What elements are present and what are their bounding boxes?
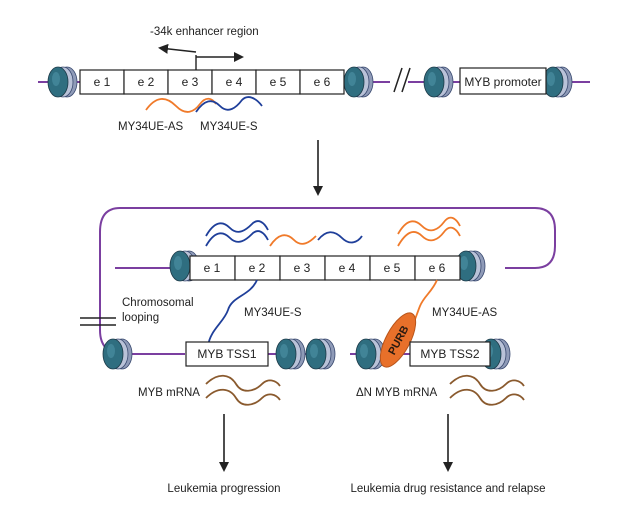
myb-promoter-label: MYB promoter xyxy=(464,75,541,89)
dn-myb-mrna-label: ΔN MYB mRNA xyxy=(356,387,437,399)
top-exon-row: e 1 e 2 e 3 e 4 e 5 e 6 xyxy=(79,69,345,95)
myb-promoter-box xyxy=(459,67,547,95)
exon-box xyxy=(234,255,281,281)
as-transcript-wave xyxy=(269,234,317,247)
exon-box xyxy=(211,69,257,95)
dn-myb-mrna-wave xyxy=(449,388,525,406)
nucleosome xyxy=(423,66,454,98)
chromosome-loop xyxy=(99,207,556,355)
exon-label: e 4 xyxy=(339,261,356,275)
myb-mrna-wave xyxy=(205,374,281,392)
my34ue-s-tether-label: MY34UE-S xyxy=(244,307,302,319)
exon-label: e 6 xyxy=(314,75,331,89)
break-mark-1 xyxy=(393,67,403,93)
myb-tss1-box xyxy=(185,341,269,367)
leukemia-progression-label: Leukemia progression xyxy=(167,483,280,495)
s-transcript-wave xyxy=(317,231,363,244)
exon-label: e 4 xyxy=(226,75,243,89)
s-tether xyxy=(207,279,258,347)
enhancer-arrow-left xyxy=(158,43,197,54)
as-transcript-wave xyxy=(145,97,217,113)
purb-protein: PURB xyxy=(379,312,417,368)
myb-mrna-label: MYB mRNA xyxy=(138,387,200,399)
as-transcript-wave xyxy=(397,226,461,247)
enhancer-region-label: -34k enhancer region xyxy=(150,26,259,38)
my34ue-s-label: MY34UE-S xyxy=(200,121,258,133)
exon-label: e 1 xyxy=(94,75,111,89)
my34ue-as-label: MY34UE-AS xyxy=(118,121,184,133)
s-transcript-wave xyxy=(195,96,263,113)
top-panel: e 1 e 2 e 3 e 4 e 5 e 6 MYB promoter -34… xyxy=(38,26,590,133)
myb-tss1-label: MYB TSS1 xyxy=(197,347,256,361)
exon-box xyxy=(299,69,345,95)
exon-label: e 1 xyxy=(204,261,221,275)
exon-label: e 2 xyxy=(249,261,266,275)
exon-label: e 5 xyxy=(384,261,401,275)
myb-tss2-label: MYB TSS2 xyxy=(420,347,479,361)
exon-box xyxy=(414,255,461,281)
s-transcript-wave xyxy=(205,220,269,237)
dn-myb-mrna-wave xyxy=(449,374,525,392)
bottom-panel: e 1 e 2 e 3 e 4 e 5 e 6 Chromosomal loop… xyxy=(80,207,556,495)
nucleosome xyxy=(102,338,133,370)
nucleosome xyxy=(542,66,573,98)
nucleosome xyxy=(275,338,306,370)
chromosomal-looping-label-2: looping xyxy=(122,312,159,324)
exon-label: e 3 xyxy=(294,261,311,275)
my34ue-as-tether-label: MY34UE-AS xyxy=(432,307,498,319)
exon-label: e 3 xyxy=(182,75,199,89)
leukemia-relapse-label: Leukemia drug resistance and relapse xyxy=(351,483,546,495)
exon-label: e 5 xyxy=(270,75,287,89)
exon-label: e 2 xyxy=(138,75,155,89)
as-transcript-wave xyxy=(397,216,461,235)
bottom-exon-row: e 1 e 2 e 3 e 4 e 5 e 6 xyxy=(189,255,461,281)
exon-label: e 6 xyxy=(429,261,446,275)
break-mark-2 xyxy=(401,67,411,93)
myb-mrna-wave xyxy=(205,388,281,406)
exon-box xyxy=(167,69,213,95)
nucleosome xyxy=(343,66,374,98)
myb-tss2-box xyxy=(409,341,491,367)
nucleosome xyxy=(305,338,336,370)
chromosomal-looping-label-1: Chromosomal xyxy=(122,297,194,309)
nucleosome xyxy=(47,66,78,98)
s-transcript-wave xyxy=(205,230,269,247)
exon-box xyxy=(324,255,371,281)
